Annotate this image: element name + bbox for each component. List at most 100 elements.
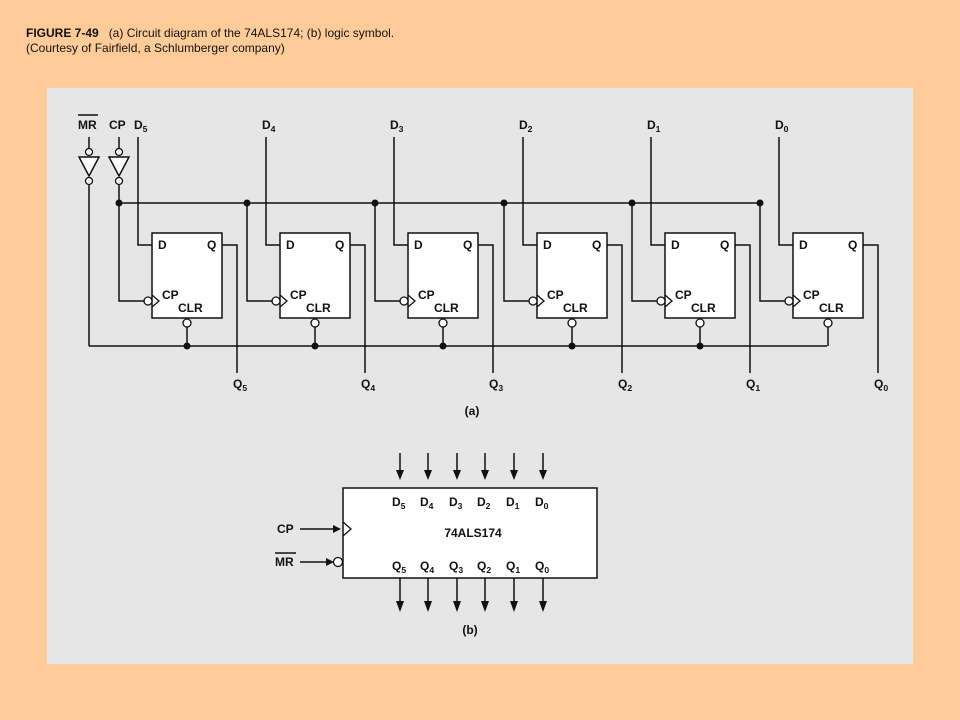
symbol-input-d0-subscript: 0 xyxy=(544,501,549,511)
flipflop-1-clock-junction xyxy=(628,199,636,207)
flipflop-4-output-label: Q4 xyxy=(361,377,375,393)
flipflop-1-input-label-main: D xyxy=(647,118,656,132)
cp-buffer-output-bubble xyxy=(114,176,124,186)
arrow-right-icon xyxy=(333,525,341,533)
flipflop-4-clock-bubble xyxy=(271,296,281,306)
figure-caption: FIGURE 7-49 (a) Circuit diagram of the 74… xyxy=(26,26,394,56)
flipflop-3-q-wire xyxy=(478,244,494,373)
flipflop-1-d-wire xyxy=(650,137,665,246)
symbol-input-d1-main: D xyxy=(506,495,515,509)
symbol-input-d3: D3 xyxy=(449,495,463,511)
symbol-input-d1-subscript: 1 xyxy=(515,501,520,511)
symbol-output-q3-main: Q xyxy=(449,559,458,573)
mr-buffer-input-bubble xyxy=(84,147,94,157)
symbol-output-q1-main: Q xyxy=(506,559,515,573)
arrow-down-icon xyxy=(453,601,461,612)
flipflop-3-clock-bubble xyxy=(399,296,409,306)
flipflop-3-q-pin: Q xyxy=(463,238,472,252)
flipflop-4-q-pin: Q xyxy=(335,238,344,252)
flipflop-3-output-label-subscript: 3 xyxy=(498,383,503,393)
symbol-output-q5-main: Q xyxy=(392,559,401,573)
flipflop-0-output-label: Q0 xyxy=(874,377,888,393)
diagram-b-label: (b) xyxy=(462,623,477,637)
flipflop-5-clock-triangle xyxy=(151,294,160,308)
flipflop-2-output-label: Q2 xyxy=(618,377,632,393)
flipflop-4-clock-wire xyxy=(246,203,272,302)
flipflop-1-q-wire xyxy=(735,244,751,373)
flipflop-4-output-label-main: Q xyxy=(361,377,370,391)
cp-buffer-input-bubble xyxy=(114,147,124,157)
arrow-right-icon xyxy=(326,558,334,566)
arrow-down-icon xyxy=(453,470,461,480)
symbol-part-name: 74ALS174 xyxy=(444,526,502,540)
flipflop-4-cp-pin: CP xyxy=(290,288,307,302)
flipflop-2-clock-bubble xyxy=(528,296,538,306)
flipflop-2-output-label-main: Q xyxy=(618,377,627,391)
mr-buffer xyxy=(77,156,101,178)
flipflop-1-q-pin: Q xyxy=(720,238,729,252)
flipflop-3-clock-wire xyxy=(374,203,400,302)
symbol-input-d5-main: D xyxy=(392,495,401,509)
flipflop-3-input-label-main: D xyxy=(390,118,399,132)
flipflop-0-input-label-main: D xyxy=(775,118,784,132)
flipflop-2-clear-junction xyxy=(568,342,576,350)
flipflop-1-input-label: D1 xyxy=(647,118,661,134)
flipflop-5-clear-bubble xyxy=(182,318,192,328)
symbol-input-d3-subscript: 3 xyxy=(458,501,463,511)
flipflop-0-clock-bubble xyxy=(784,296,794,306)
symbol-output-q4-main: Q xyxy=(420,559,429,573)
symbol-output-q1-subscript: 1 xyxy=(515,565,520,575)
flipflop-1-output-label-main: Q xyxy=(746,377,755,391)
flipflop-0-q-pin: Q xyxy=(848,238,857,252)
symbol-input-d3-main: D xyxy=(449,495,458,509)
flipflop-0-cp-pin: CP xyxy=(803,288,820,302)
arrow-down-icon xyxy=(539,601,547,612)
flipflop-3-input-label-subscript: 3 xyxy=(399,124,404,134)
symbol-input-d0-main: D xyxy=(535,495,544,509)
symbol-input-d4-subscript: 4 xyxy=(429,501,434,511)
flipflop-0-d-pin: D xyxy=(799,238,808,252)
flipflop-1-clear-bubble xyxy=(695,318,705,328)
flipflop-3-clear-junction xyxy=(439,342,447,350)
flipflop-2-clr-pin: CLR xyxy=(563,301,588,315)
flipflop-2-clear-bubble xyxy=(567,318,577,328)
flipflop-1-clock-wire xyxy=(631,203,657,302)
flipflop-1-clock-bubble xyxy=(656,296,666,306)
flipflop-0-clock-triangle xyxy=(792,294,801,308)
arrow-down-icon xyxy=(510,601,518,612)
flipflop-3-clr-pin: CLR xyxy=(434,301,459,315)
flipflop-4-output-label-subscript: 4 xyxy=(370,383,375,393)
flipflop-2-box xyxy=(536,232,608,319)
flipflop-4-q-wire xyxy=(350,244,366,373)
symbol-output-q5: Q5 xyxy=(392,559,406,575)
flipflop-1-clr-pin: CLR xyxy=(691,301,716,315)
symbol-output-q0-subscript: 0 xyxy=(544,565,549,575)
flipflop-0-clock-junction xyxy=(756,199,764,207)
caption-line-1: FIGURE 7-49 (a) Circuit diagram of the 74… xyxy=(26,26,394,41)
flipflop-2-d-pin: D xyxy=(543,238,552,252)
flipflop-2-output-label-subscript: 2 xyxy=(627,383,632,393)
symbol-mr-label: MR xyxy=(275,555,294,569)
flipflop-0-q-wire xyxy=(863,244,879,373)
symbol-box xyxy=(342,487,598,579)
symbol-output-q2-subscript: 2 xyxy=(486,565,491,575)
flipflop-4-input-label-main: D xyxy=(262,118,271,132)
flipflop-3-clock-junction xyxy=(371,199,379,207)
flipflop-5-box xyxy=(151,232,223,319)
flipflop-5-d-wire xyxy=(137,137,152,246)
flipflop-3-d-pin: D xyxy=(414,238,423,252)
flipflop-4-clear-junction xyxy=(311,342,319,350)
flipflop-3-output-label: Q3 xyxy=(489,377,503,393)
figure-number: FIGURE 7-49 xyxy=(26,26,99,40)
flipflop-0-clear-bubble xyxy=(823,318,833,328)
flipflop-4-input-label-subscript: 4 xyxy=(271,124,276,134)
symbol-output-q2: Q2 xyxy=(477,559,491,575)
flipflop-5-clear-junction xyxy=(183,342,191,350)
flipflop-0-input-label-subscript: 0 xyxy=(784,124,789,134)
flipflop-2-q-wire xyxy=(607,244,623,373)
flipflop-3-clear-bubble xyxy=(438,318,448,328)
mr-label: MR xyxy=(78,118,97,132)
caption-text: (a) Circuit diagram of the 74ALS174; (b)… xyxy=(108,26,395,40)
symbol-output-q0: Q0 xyxy=(535,559,549,575)
flipflop-5-clock-wire xyxy=(118,203,144,302)
